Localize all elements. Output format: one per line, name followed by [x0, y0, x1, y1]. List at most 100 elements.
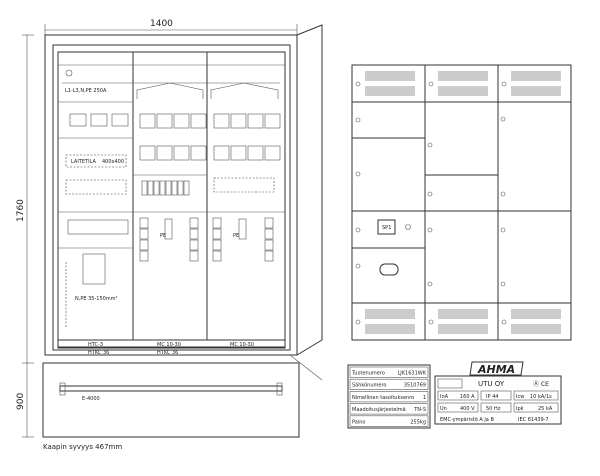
rail-label: E-4000	[82, 396, 100, 402]
fuse-switch-icon	[264, 113, 281, 129]
height-label: 1760	[16, 199, 26, 222]
rating-plate: AHMA UTU OY Ⓐ CE InA 160 A IP 44 Icw 10 …	[434, 361, 562, 425]
fuse-switch-icon	[230, 113, 247, 129]
info-row	[349, 378, 429, 391]
fuse-switch-icon	[247, 113, 264, 129]
info-value: 255kg	[410, 419, 426, 425]
base-label-1: HTKC 36	[88, 350, 109, 356]
terminal-icon	[183, 180, 190, 196]
info-row	[349, 391, 429, 403]
fuse-switch-icon	[139, 113, 156, 129]
fuse-switch-icon	[173, 145, 190, 161]
rating-un-value: 400 V	[460, 406, 475, 412]
fuse-switch-icon	[190, 113, 207, 129]
front-view: SP1	[351, 64, 572, 341]
terminal-icon	[165, 180, 172, 196]
rating-frequency: 50 Hz	[486, 406, 501, 412]
terminal-block-icon	[264, 250, 274, 262]
screw-icon	[355, 81, 361, 87]
door-lock-icon	[500, 191, 506, 197]
fuse-switch-icon	[173, 113, 190, 129]
terminal-block-icon	[139, 217, 149, 229]
rating-icw-label: Icw	[516, 394, 524, 400]
fuse-switch-icon	[247, 145, 264, 161]
screw-icon	[355, 319, 361, 325]
rating-emc: EMC-ympäristö A ja B	[440, 417, 494, 423]
rating-ipk-value: 25 kA	[538, 406, 553, 412]
cabinet-section-view: L1-L3,N,PE 250A LAITETILA 400x400 N,PE 3…	[44, 24, 323, 381]
terminal-block-icon	[189, 217, 199, 229]
info-label: Tuotenumero	[351, 371, 385, 377]
width-label: 1400	[150, 19, 173, 29]
fuse-switch-icon	[156, 113, 173, 129]
terminal-block-icon	[189, 228, 199, 240]
info-value: LJK1631WK	[398, 371, 427, 377]
info-label: Sähkönumero	[352, 383, 386, 389]
terminal-block-icon	[264, 239, 274, 251]
plinth: E-4000 Kaapin syvyys 467mm	[42, 362, 300, 451]
door-lock-icon	[427, 142, 433, 148]
fuse-switch-icon	[230, 145, 247, 161]
terminal-block-icon	[139, 239, 149, 251]
info-label: Maadoitusjärjestelmä	[352, 407, 406, 413]
pe-bar-icon	[164, 218, 173, 240]
screw-icon	[428, 319, 434, 325]
terminal-block-icon	[264, 228, 274, 240]
rating-ina-label: InA	[440, 394, 449, 400]
fuse-switch-icon	[213, 145, 230, 161]
fuse-switch-icon	[156, 145, 173, 161]
terminal-block-icon	[212, 228, 222, 240]
meter-label: SP1	[382, 225, 391, 231]
meter-circuit-icon	[82, 253, 106, 285]
fuse-switch-icon	[190, 145, 207, 161]
cable-note: N,PE 35-150mm²	[75, 296, 118, 302]
base-label-2: HTKC 36	[157, 350, 178, 356]
info-value: 1	[423, 395, 426, 401]
section-label-2: MC 10-30	[157, 342, 181, 348]
terminal-block-icon	[212, 217, 222, 229]
info-row	[349, 403, 429, 415]
rating-un-label: Un	[440, 406, 447, 412]
height-dimension: 1760 900	[16, 34, 34, 438]
breaker-devices	[67, 113, 281, 285]
terminal-block-icon	[212, 239, 222, 251]
door-lock-icon	[355, 171, 361, 177]
terminal-icon	[159, 180, 166, 196]
door-lock-icon	[500, 116, 506, 122]
screw-icon	[501, 319, 507, 325]
pe-label-1: PE	[160, 233, 166, 239]
terminal-icon	[141, 180, 148, 196]
terminal-icon	[147, 180, 154, 196]
device-space-size: 400x400	[102, 159, 124, 165]
door-lock-icon	[500, 227, 506, 233]
terminal-icon	[153, 180, 160, 196]
plinth-height-label: 900	[16, 393, 26, 410]
door-lock-icon	[500, 281, 506, 287]
pe-label-2: PE	[233, 233, 239, 239]
rating-icw-value: 10 kA/1s	[530, 394, 552, 400]
door-lock-icon	[427, 191, 433, 197]
main-switch-handle	[379, 263, 399, 276]
info-value: TN-S	[413, 407, 426, 413]
rating-ipk-label: Ipk	[516, 406, 524, 412]
terminal-block-icon	[212, 250, 222, 262]
door-lock-icon	[355, 227, 361, 233]
section-label-1: HTC-3	[88, 342, 103, 348]
screw-icon	[428, 81, 434, 87]
terminal-block-icon	[264, 217, 274, 229]
door-lock-icon	[355, 263, 361, 269]
vent-grilles	[355, 71, 561, 334]
company-name: UTU OY	[478, 380, 505, 388]
terminal-block-icon	[139, 250, 149, 262]
section-label-3: MC 10-30	[230, 342, 254, 348]
fuse-switch-icon	[264, 145, 281, 161]
breaker-icon	[69, 113, 87, 127]
rating-ina-value: 160 A	[460, 394, 475, 400]
main-switch-icon	[67, 219, 129, 235]
info-value: 3510769	[404, 383, 426, 389]
fuse-switch-icon	[213, 113, 230, 129]
terminal-block-icon	[189, 250, 199, 262]
terminal-icon	[171, 180, 178, 196]
door-lock-icon	[427, 227, 433, 233]
